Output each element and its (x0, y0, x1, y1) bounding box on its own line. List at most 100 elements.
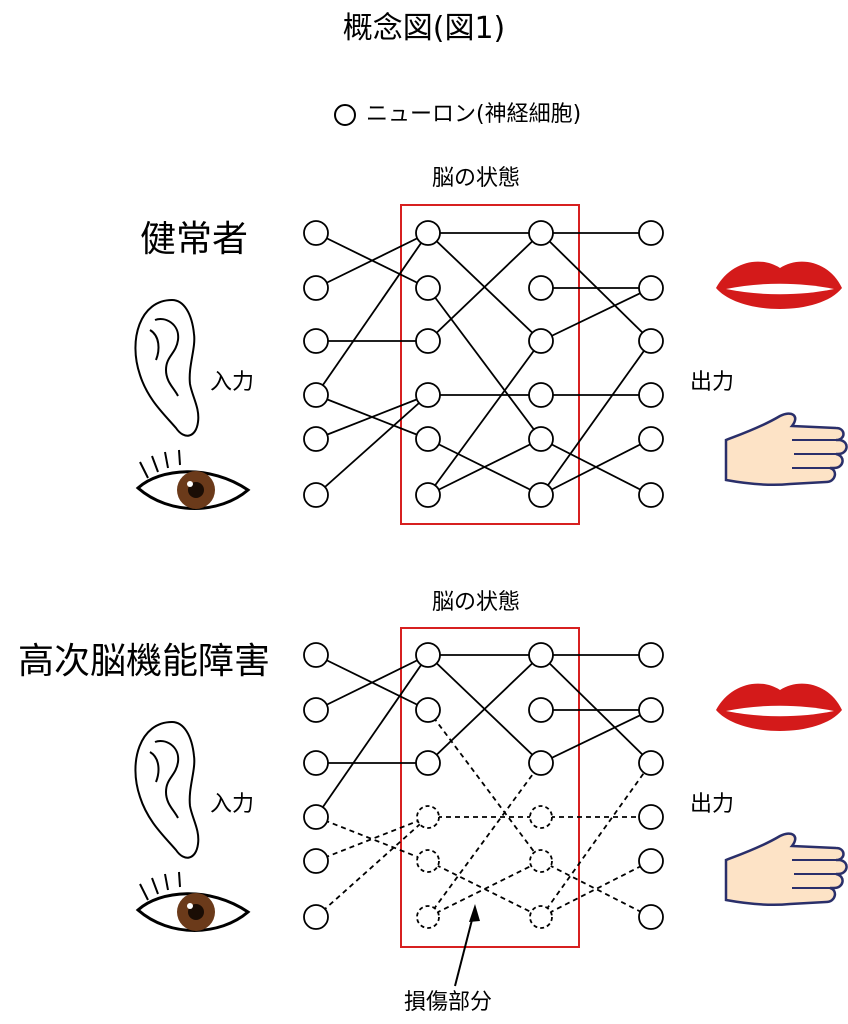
disorder-neuron (415, 642, 441, 668)
healthy-brain-box (400, 204, 580, 525)
healthy-connection (427, 340, 542, 496)
disorder-brain-label: 脳の状態 (432, 590, 521, 615)
healthy-connection (540, 438, 652, 496)
eye-icon (135, 449, 251, 510)
disorder-connection (540, 709, 652, 764)
disorder-output-label: 出力 (690, 792, 735, 817)
disorder-neuron (303, 904, 329, 930)
healthy-neuron (303, 426, 329, 452)
healthy-connection (540, 232, 652, 342)
healthy-neuron (415, 382, 441, 408)
disorder-neuron (638, 848, 664, 874)
disorder-connection (315, 654, 429, 711)
healthy-neuron (415, 328, 441, 354)
healthy-neuron (415, 482, 441, 508)
damage-arrow (454, 904, 480, 987)
healthy-brain-label: 脳の状態 (432, 166, 521, 191)
healthy-network (303, 204, 664, 525)
healthy-output-label: 出力 (690, 370, 735, 395)
healthy-input-label: 入力 (210, 370, 255, 395)
disorder-neuron (303, 750, 329, 776)
healthy-neuron (415, 426, 441, 452)
healthy-connection (427, 232, 542, 342)
legend: ニューロン(神経細胞) (334, 104, 581, 126)
eye-icon (135, 871, 251, 932)
disorder-neuron (638, 804, 664, 830)
disorder-connection (427, 860, 542, 918)
disorder-neuron (303, 848, 329, 874)
healthy-connection (315, 394, 429, 440)
healthy-connection (427, 438, 542, 496)
healthy-connection (315, 232, 429, 289)
healthy-neuron (638, 382, 664, 408)
disorder-damaged-neuron (529, 905, 553, 929)
disorder-neuron (638, 697, 664, 723)
healthy-connection (315, 394, 429, 496)
healthy-neuron (638, 328, 664, 354)
hand-icon (724, 412, 848, 487)
disorder-connection (540, 860, 652, 918)
healthy-neuron (528, 426, 554, 452)
healthy-connection (315, 232, 429, 396)
disorder-network (303, 627, 664, 948)
disorder-damaged-neuron (416, 905, 440, 929)
healthy-neuron (303, 482, 329, 508)
healthy-neuron (638, 426, 664, 452)
disorder-damaged-neuron (529, 849, 553, 873)
disorder-input-label: 入力 (210, 792, 255, 817)
disorder-connection (315, 816, 429, 862)
hand-icon (724, 832, 848, 907)
disorder-connection (540, 860, 652, 918)
disorder-damaged-neuron (416, 805, 440, 829)
healthy-section-title: 健常者 (140, 219, 249, 260)
disorder-neuron (415, 697, 441, 723)
disorder-neuron (303, 804, 329, 830)
disorder-connection (315, 654, 429, 818)
damage-annotation: 損傷部分 (404, 990, 493, 1015)
disorder-neuron (528, 697, 554, 723)
healthy-neuron (303, 275, 329, 301)
healthy-neuron (415, 275, 441, 301)
disorder-damaged-neuron (416, 849, 440, 873)
healthy-neuron (303, 382, 329, 408)
disorder-neuron (415, 750, 441, 776)
diagram-title: 概念図(図1) (342, 11, 506, 46)
disorder-connection (540, 654, 652, 764)
healthy-neuron (528, 220, 554, 246)
disorder-connection (427, 654, 542, 764)
disorder-neuron (528, 750, 554, 776)
healthy-neuron (528, 328, 554, 354)
healthy-neuron (638, 275, 664, 301)
disorder-connection (427, 762, 542, 918)
disorder-neuron (528, 642, 554, 668)
ear-icon (134, 720, 200, 859)
disorder-neuron (638, 904, 664, 930)
healthy-connection (540, 340, 652, 496)
lips-icon (716, 261, 842, 309)
legend-label: ニューロン(神経細胞) (366, 102, 582, 127)
healthy-neuron (638, 220, 664, 246)
disorder-connection (315, 816, 429, 862)
disorder-brain-box (400, 627, 580, 948)
healthy-neuron (528, 275, 554, 301)
healthy-neuron (528, 482, 554, 508)
healthy-neuron (303, 328, 329, 354)
healthy-connection (540, 287, 652, 342)
disorder-neuron (638, 750, 664, 776)
healthy-neuron (528, 382, 554, 408)
healthy-connection (427, 287, 542, 440)
disorder-section-title: 高次脳機能障害 (18, 641, 271, 682)
disorder-neuron (303, 697, 329, 723)
disorder-neuron (638, 642, 664, 668)
disorder-connection (540, 762, 652, 918)
disorder-connection (315, 816, 429, 918)
disorder-connection (427, 709, 542, 862)
disorder-damaged-neuron (529, 805, 553, 829)
neuron-legend-icon (334, 104, 356, 126)
disorder-neuron (303, 642, 329, 668)
healthy-neuron (303, 220, 329, 246)
healthy-neuron (415, 220, 441, 246)
lips-icon (716, 683, 842, 731)
ear-icon (134, 298, 200, 437)
